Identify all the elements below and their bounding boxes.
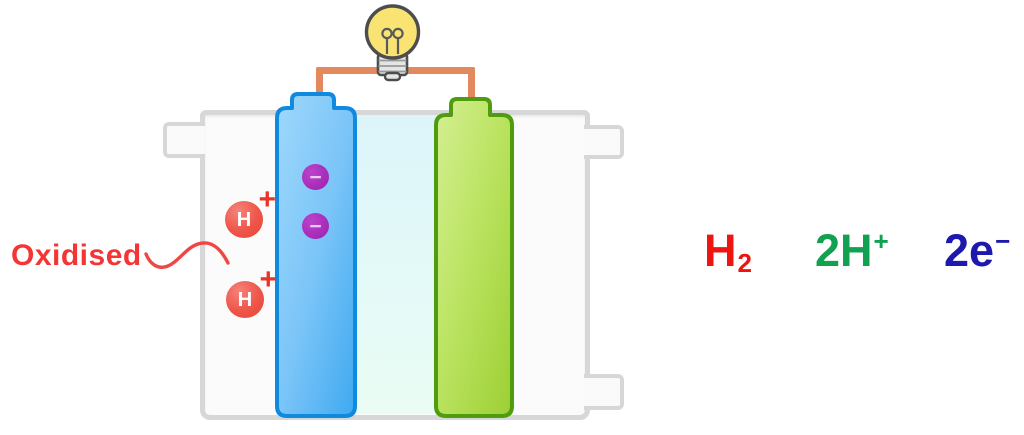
filament-icon <box>381 27 404 54</box>
equation-2h-superscript: + <box>873 226 889 256</box>
equation-h2: H2 <box>704 228 752 276</box>
equation-2h-base: 2H <box>815 225 873 277</box>
equation-h2-base: H <box>704 225 737 276</box>
ion-symbol: H <box>236 208 252 231</box>
equation-2h-plus: 2H+ <box>815 228 889 273</box>
electron-particle: − <box>302 213 329 239</box>
electron-particle: − <box>302 164 329 190</box>
electrolyte-liquid <box>354 116 440 414</box>
green-electrode <box>434 97 514 418</box>
circuit-wire-right <box>468 67 475 102</box>
equation-2e-base: 2e <box>944 225 995 277</box>
blue-electrode <box>275 92 357 418</box>
light-bulb-icon <box>364 4 421 82</box>
electron-minus-label: − <box>309 214 322 238</box>
equation-2e-minus: 2e− <box>944 228 1010 273</box>
ion-plus-charge: + <box>259 263 277 296</box>
equation-2e-superscript: − <box>995 226 1011 256</box>
electron-minus-label: − <box>309 165 322 189</box>
oxidised-label: Oxidised <box>11 239 142 272</box>
hydrogen-ion: H + <box>225 185 276 238</box>
ion-symbol: H <box>237 288 253 311</box>
ion-plus-charge: + <box>258 183 276 216</box>
equation-h2-subscript: 2 <box>737 247 753 278</box>
oxidised-pointer-curve <box>144 241 230 269</box>
container-tab-top-right <box>584 125 624 159</box>
circuit-wire-left <box>316 67 323 98</box>
hydrogen-ion: H + <box>226 265 277 318</box>
container-tab-left <box>163 122 205 158</box>
container-tab-bottom-right <box>584 374 624 410</box>
